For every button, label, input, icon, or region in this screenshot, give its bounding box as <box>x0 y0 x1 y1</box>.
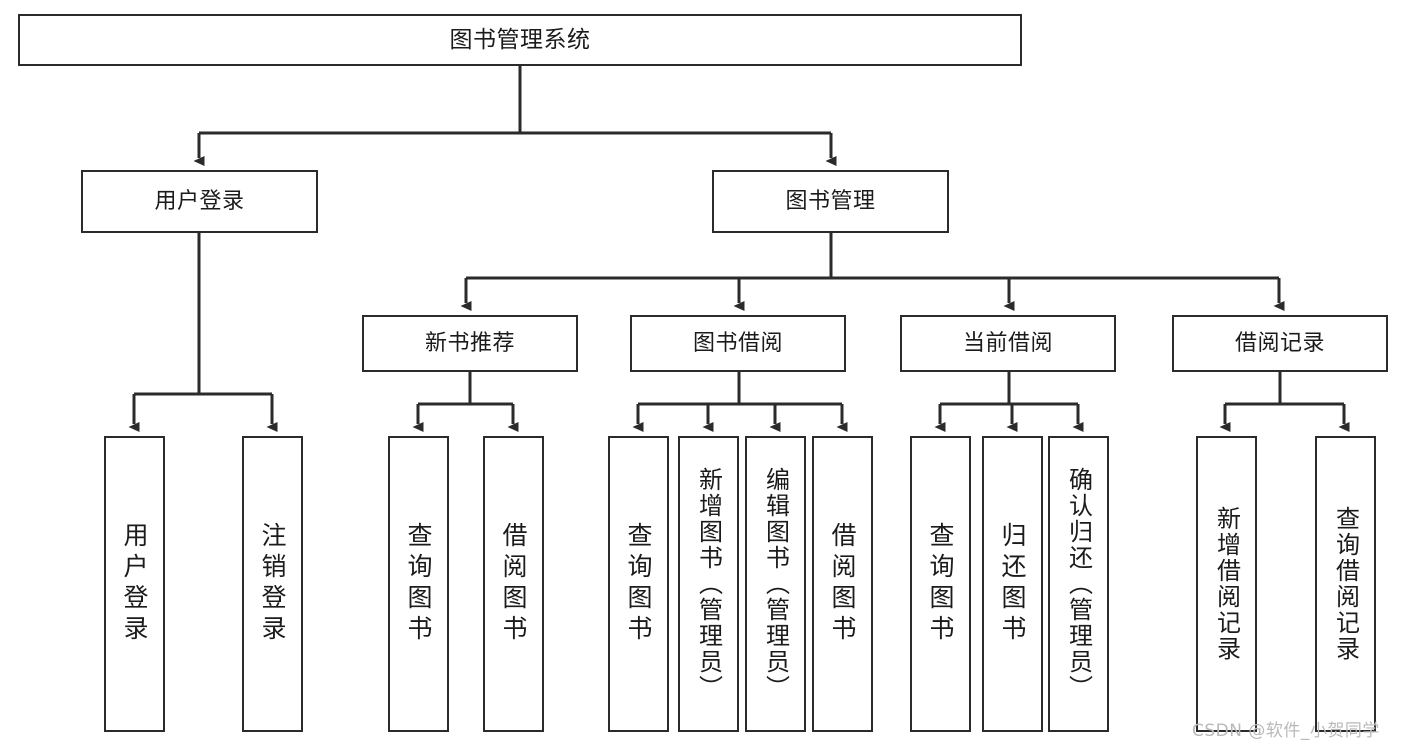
node-label: 确认归还（管理员） <box>1064 467 1093 701</box>
node-label: 编辑图书（管理员） <box>761 467 790 701</box>
leaf-borrow-query-book[interactable]: 查询图书 <box>608 436 669 732</box>
node-label: 查询图书 <box>404 522 433 646</box>
leaf-current-confirm-return-admin[interactable]: 确认归还（管理员） <box>1048 436 1109 732</box>
node-label: 借阅图书 <box>828 522 857 646</box>
node-label: 新增借阅记录 <box>1212 506 1241 662</box>
node-label: 借阅记录 <box>1234 330 1325 356</box>
node-label: 注销登录 <box>258 522 287 646</box>
leaf-newbook-query-book[interactable]: 查询图书 <box>388 436 449 732</box>
node-label: 图书借阅 <box>692 330 783 356</box>
node-new-book-recommend[interactable]: 新书推荐 <box>362 315 578 372</box>
node-borrow-record[interactable]: 借阅记录 <box>1172 315 1388 372</box>
leaf-record-add-record[interactable]: 新增借阅记录 <box>1196 436 1257 732</box>
node-book-management[interactable]: 图书管理 <box>712 170 949 233</box>
leaf-current-return-book[interactable]: 归还图书 <box>982 436 1043 732</box>
node-label: 新书推荐 <box>424 330 515 356</box>
node-label: 新增图书（管理员） <box>694 467 723 701</box>
leaf-borrow-borrow-book[interactable]: 借阅图书 <box>812 436 873 732</box>
node-label: 用户登录 <box>120 522 149 646</box>
leaf-user-login[interactable]: 用户登录 <box>104 436 165 732</box>
node-label: 借阅图书 <box>499 522 528 646</box>
node-label: 用户登录 <box>154 188 245 214</box>
leaf-record-query-record[interactable]: 查询借阅记录 <box>1315 436 1376 732</box>
node-root-system[interactable]: 图书管理系统 <box>18 14 1022 66</box>
node-label: 查询图书 <box>624 522 653 646</box>
leaf-borrow-edit-book-admin[interactable]: 编辑图书（管理员） <box>745 436 806 732</box>
node-book-borrow[interactable]: 图书借阅 <box>630 315 846 372</box>
leaf-borrow-add-book-admin[interactable]: 新增图书（管理员） <box>678 436 739 732</box>
node-label: 查询借阅记录 <box>1331 506 1360 662</box>
node-label: 图书管理系统 <box>449 26 591 53</box>
node-label: 查询图书 <box>926 522 955 646</box>
node-label: 图书管理 <box>785 188 876 214</box>
node-label: 当前借阅 <box>962 330 1053 356</box>
leaf-current-query-book[interactable]: 查询图书 <box>910 436 971 732</box>
node-user-login[interactable]: 用户登录 <box>81 170 318 233</box>
node-label: 归还图书 <box>998 522 1027 646</box>
leaf-newbook-borrow-book[interactable]: 借阅图书 <box>483 436 544 732</box>
leaf-user-logout[interactable]: 注销登录 <box>242 436 303 732</box>
node-current-borrow[interactable]: 当前借阅 <box>900 315 1116 372</box>
